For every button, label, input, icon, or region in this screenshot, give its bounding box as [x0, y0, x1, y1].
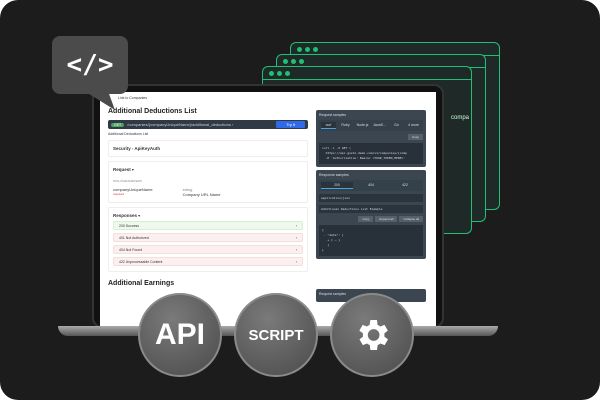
laptop: Link to Companies Additional Deductions …: [92, 84, 444, 328]
copy-button[interactable]: Copy: [407, 134, 423, 140]
response-401[interactable]: 401 Not Authorized ›: [113, 233, 303, 242]
tab-node[interactable]: Node.js: [356, 123, 369, 127]
param-type: string: [182, 187, 193, 192]
content-type: application/json: [319, 194, 423, 202]
param-desc: Company URL Name: [182, 192, 221, 197]
request-samples-panel: Request samples curl Ruby Node.js JavaS... G…: [316, 110, 426, 167]
request-label[interactable]: Request: [113, 167, 131, 172]
collapse-all-button[interactable]: Collapse all: [399, 216, 423, 222]
example-select[interactable]: Additional Deductions List Example: [319, 205, 423, 213]
next-section-title: Additional Earnings: [108, 280, 175, 287]
security-section[interactable]: Security › ApiKeyAuth: [108, 140, 308, 157]
copy-button[interactable]: Copy: [358, 216, 374, 222]
tab-200[interactable]: 200: [321, 182, 353, 189]
code-sample: curl -i -X GET \ https://api.gusto-demo.…: [319, 143, 423, 164]
path-params-label: PATH PARAMETERS: [113, 179, 142, 183]
response-json: { - "data": [ + { … } ] }: [319, 225, 423, 256]
responses-section: Responses ▾ 200 Success› 401 Not Authori…: [108, 207, 308, 272]
tab-404[interactable]: 404: [368, 183, 374, 187]
endpoint-bar: GET /companies/{companyUniqueName}/addit…: [108, 120, 308, 129]
chevron-right-icon: ›: [295, 259, 297, 264]
tab-go[interactable]: Go: [394, 123, 399, 127]
response-label: 401 Not Authorized: [119, 235, 149, 240]
api-badge: API: [138, 293, 222, 377]
chevron-right-icon: ›: [295, 247, 297, 252]
expand-all-button[interactable]: Expand all: [375, 216, 398, 222]
param-name: companyUniqueName: [113, 187, 153, 192]
tab-422[interactable]: 422: [402, 183, 408, 187]
code-icon: </>: [52, 36, 128, 94]
description: Additional Deductions List: [108, 132, 149, 136]
try-it-button[interactable]: Try it: [276, 121, 305, 128]
tab-more[interactable]: 4 more: [408, 123, 419, 127]
page-title: Additional Deductions List: [108, 108, 197, 115]
tab-java[interactable]: JavaS...: [373, 123, 386, 127]
param-required: required: [113, 192, 125, 196]
chevron-right-icon: ›: [295, 235, 297, 240]
response-422[interactable]: 422 Unprocessable Content ›: [113, 257, 303, 266]
breadcrumb[interactable]: Link to Companies: [118, 96, 147, 100]
request-samples-title[interactable]: Request samples: [319, 292, 347, 296]
response-samples-title[interactable]: Response samples: [319, 173, 349, 177]
script-badge: SCRIPT: [234, 293, 318, 377]
settings-gear-icon: [330, 293, 414, 377]
chevron-right-icon: ›: [295, 223, 297, 228]
code-snippet: compa: [451, 115, 470, 121]
request-section: Request ▾ PATH PARAMETERS companyUniqueN…: [108, 161, 308, 203]
response-404[interactable]: 404 Not Found ›: [113, 245, 303, 254]
gear-icon: [359, 320, 388, 350]
response-label: 422 Unprocessable Content: [119, 259, 163, 264]
security-label: Security: [113, 146, 131, 151]
response-label: 404 Not Found: [119, 247, 143, 252]
api-docs-screen: Link to Companies Additional Deductions …: [100, 92, 436, 326]
endpoint-path[interactable]: /companies/{companyUniqueName}/additiona…: [127, 122, 234, 127]
response-200[interactable]: 200 Success ›: [113, 221, 303, 230]
response-label: 200 Success: [119, 223, 140, 228]
responses-label[interactable]: Responses: [113, 213, 138, 218]
tab-curl[interactable]: curl: [321, 122, 336, 129]
security-value: ApiKeyAuth: [134, 146, 161, 151]
method-badge: GET: [111, 122, 125, 127]
tab-ruby[interactable]: Ruby: [341, 123, 350, 127]
request-samples-title[interactable]: Request samples: [319, 113, 347, 117]
response-samples-panel: Response samples 200 404 422 application/j…: [316, 170, 426, 259]
